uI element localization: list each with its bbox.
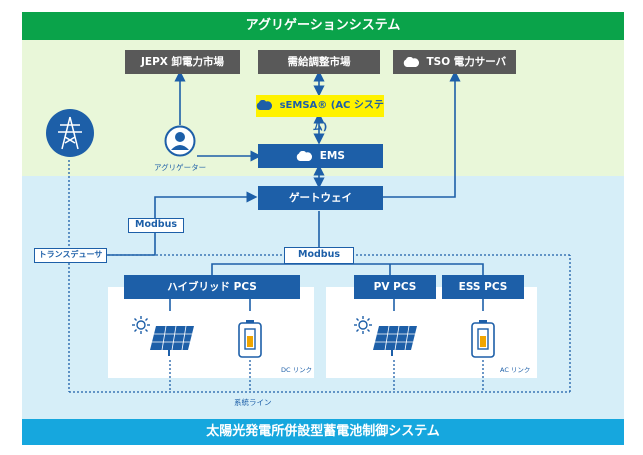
grid-tower-badge: [46, 109, 94, 157]
modbus-left-label: Modbus: [135, 219, 177, 230]
hybrid-pcs-box: ハイブリッド PCS: [124, 275, 300, 299]
semsa-box: sEMSA® (AC システム): [256, 95, 384, 133]
pv-pcs-label: PV PCS: [373, 281, 417, 293]
ems-label: EMS: [319, 150, 345, 162]
sun-icon: [132, 316, 150, 334]
cloud-icon: [403, 57, 419, 67]
solar-panel-icon: [150, 325, 194, 356]
tso-server-box: TSO 電力サーバ: [393, 50, 516, 74]
ems-box: EMS: [258, 144, 383, 168]
dc-link-panel: [108, 287, 314, 378]
ac-link-label: AC リンク: [500, 366, 531, 374]
pv-pcs-box: PV PCS: [354, 275, 436, 299]
solar-panel-icon: [373, 325, 417, 356]
transducer-box: トランスデューサ: [34, 248, 107, 263]
gateway-box: ゲートウェイ: [258, 186, 383, 210]
gateway-label: ゲートウェイ: [289, 192, 352, 204]
aggregator-person-icon: [164, 125, 196, 157]
aggregator-label: アグリゲーター: [154, 163, 207, 172]
ac-link-panel: [326, 287, 537, 378]
cloud-icon: [296, 151, 313, 161]
modbus-center-label: Modbus: [298, 249, 340, 260]
balancing-market-box: 需給調整市場: [258, 50, 380, 74]
transmission-tower-icon: [58, 116, 82, 150]
dc-link-label: DC リンク: [281, 366, 313, 374]
semsa-label: sEMSA® (AC システム): [279, 100, 384, 133]
transducer-label: トランスデューサ: [38, 250, 103, 259]
grid-line-label: 系統ライン: [234, 398, 272, 407]
hybrid-pcs-label: ハイブリッド PCS: [167, 281, 257, 293]
jepx-market-box: JEPX 卸電力市場: [125, 50, 240, 74]
ess-pcs-label: ESS PCS: [458, 281, 508, 293]
balancing-market-label: 需給調整市場: [287, 56, 351, 68]
person-icon: [164, 125, 196, 157]
modbus-left-box: Modbus: [128, 218, 184, 233]
aggregation-system-header: アグリゲーションシステム: [22, 12, 624, 40]
tso-server-label: TSO 電力サーバ: [426, 56, 507, 68]
battery-icon: [238, 320, 262, 358]
sun-icon: [354, 316, 372, 334]
jepx-market-label: JEPX 卸電力市場: [140, 56, 225, 68]
cloud-icon: [256, 100, 273, 110]
ess-pcs-box: ESS PCS: [442, 275, 524, 299]
plant-system-footer: 太陽光発電所併設型蓄電池制御システム: [22, 419, 624, 445]
modbus-center-box: Modbus: [284, 247, 354, 264]
battery-icon: [471, 320, 495, 358]
